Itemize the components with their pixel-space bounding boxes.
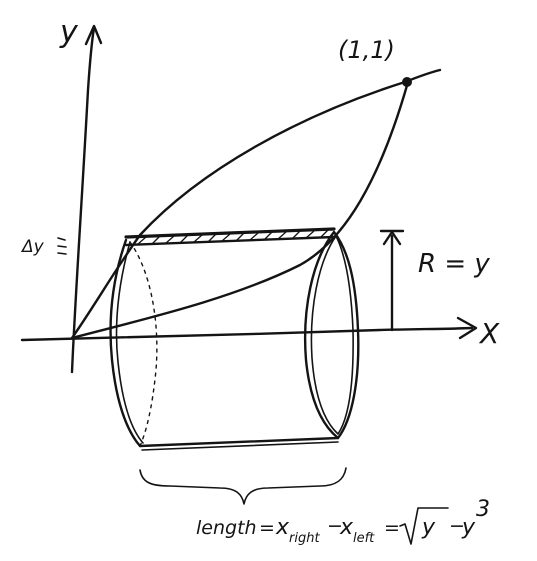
radius-label: R = y	[418, 249, 490, 279]
shell-strip-bottom-edge	[124, 235, 336, 247]
cylinder-right-end	[303, 230, 360, 440]
cylinder-left-end-front-2	[115, 241, 144, 444]
x-axis-label: X	[478, 317, 500, 350]
shell-strip-top	[124, 227, 336, 239]
x-right: x	[275, 515, 290, 540]
sqrt-argument: y	[421, 515, 436, 540]
lower-curve	[70, 80, 410, 340]
intersection-label: (1,1)	[338, 36, 395, 64]
length-minus-2: −	[449, 515, 465, 537]
y-axis	[70, 26, 96, 374]
length-equals: =	[259, 517, 275, 539]
y-axis-label: y	[59, 15, 79, 50]
cylinder-bottom-edge	[138, 436, 340, 448]
delta-y-ticks	[57, 237, 67, 255]
y-cubed-exponent: 3	[476, 497, 490, 522]
y-cubed-base: y	[461, 515, 476, 540]
x-right-subscript: right	[289, 531, 320, 546]
x-left-subscript: left	[353, 531, 375, 546]
cylinder-left-end-front	[109, 238, 142, 448]
cylinder-bottom-edge-2	[141, 441, 339, 451]
length-word: length	[196, 517, 257, 539]
x-left: x	[339, 515, 354, 540]
length-equals-2: =	[384, 517, 400, 539]
y-axis-arrowhead	[84, 24, 103, 46]
strip-hatching	[137, 229, 329, 245]
upper-curve	[70, 68, 442, 340]
length-brace	[139, 467, 347, 505]
delta-y-label: Δy	[20, 237, 45, 257]
x-axis-arrowhead	[456, 316, 478, 340]
cylinder-right-end-2	[310, 235, 354, 435]
cylinder-left-end-back	[129, 241, 158, 447]
sqrt-sign	[399, 507, 449, 545]
intersection-dot	[402, 77, 412, 87]
length-formula: length = x right − x left = y − y 3	[196, 497, 490, 546]
length-minus: −	[327, 515, 343, 537]
